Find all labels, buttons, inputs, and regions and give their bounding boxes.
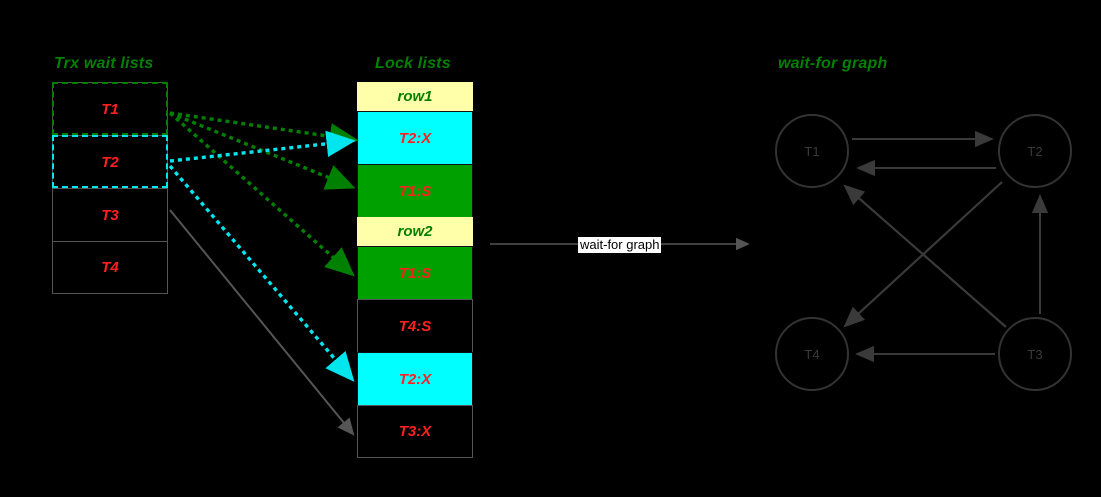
trx-row-t2-label: T2 <box>101 153 119 171</box>
graph-node-t3[interactable]: T3 <box>998 317 1072 391</box>
lock-entry-row1-t1s-label: T1:S <box>398 182 432 200</box>
trx-wait-lists-title: Trx wait lists <box>54 55 154 72</box>
lock-entry-row2-t2x-label: T2:X <box>398 370 432 388</box>
lock-entry-row2-t4s[interactable]: T4:S <box>357 299 473 352</box>
graph-node-t2-label: T2 <box>1027 143 1043 159</box>
graph-node-t3-label: T3 <box>1027 346 1043 362</box>
transition-label: wait-for graph <box>578 237 662 253</box>
graph-node-t4-label: T4 <box>804 346 820 362</box>
pointer-t2-to-row1-t2x <box>169 130 356 163</box>
graph-node-t1[interactable]: T1 <box>775 114 849 188</box>
pointer-t2-to-row2-t2x <box>168 164 355 382</box>
trx-row-t2[interactable]: T2 <box>52 135 168 188</box>
lock-entry-row2-t1s[interactable]: T1:S <box>357 246 473 299</box>
lock-row-header-row1[interactable]: row1 <box>357 82 473 111</box>
lock-row-header-row1-label: row1 <box>397 88 433 105</box>
graph-node-t4[interactable]: T4 <box>775 317 849 391</box>
trx-row-t3-label: T3 <box>101 206 119 224</box>
trx-row-t3[interactable]: T3 <box>52 188 168 241</box>
graph-edge-t2-to-t4 <box>843 181 1003 328</box>
pointer-t1-to-row2-t1s <box>168 111 355 277</box>
lock-lists-title: Lock lists <box>375 55 451 72</box>
pointer-t1-to-row1-t1s <box>169 111 356 190</box>
lock-row-header-row2[interactable]: row2 <box>357 217 473 246</box>
wait-for-graph-title: wait-for graph <box>778 55 888 72</box>
lock-entry-row1-t1s[interactable]: T1:S <box>357 164 473 217</box>
lock-entry-row2-t2x[interactable]: T2:X <box>357 352 473 405</box>
trx-row-t4[interactable]: T4 <box>52 241 168 294</box>
pointer-t3-to-row2-t3x <box>169 209 355 436</box>
graph-node-t1-label: T1 <box>804 143 820 159</box>
lock-lists-table: row1 T2:X T1:S row2 T1:S T4:S T2:X T3:X <box>357 82 473 465</box>
pointer-t1-to-row1-t2x <box>169 111 359 150</box>
lock-entry-row2-t3x-label: T3:X <box>398 423 432 440</box>
trx-row-t1-label: T1 <box>101 100 119 118</box>
lock-entry-row2-t4s-label: T4:S <box>398 317 432 335</box>
graph-node-t2[interactable]: T2 <box>998 114 1072 188</box>
trx-wait-lists-table: T1 T2 T3 T4 <box>52 82 168 294</box>
lock-entry-row1-t2x[interactable]: T2:X <box>357 111 473 164</box>
trx-row-t1[interactable]: T1 <box>52 82 168 135</box>
graph-edge-t3-to-t1 <box>843 184 1007 328</box>
trx-row-t4-label: T4 <box>101 259 119 276</box>
lock-row-header-row2-label: row2 <box>397 223 433 240</box>
lock-entry-row2-t3x[interactable]: T3:X <box>357 405 473 458</box>
lock-entry-row1-t2x-label: T2:X <box>398 129 432 147</box>
lock-entry-row2-t1s-label: T1:S <box>398 264 432 282</box>
